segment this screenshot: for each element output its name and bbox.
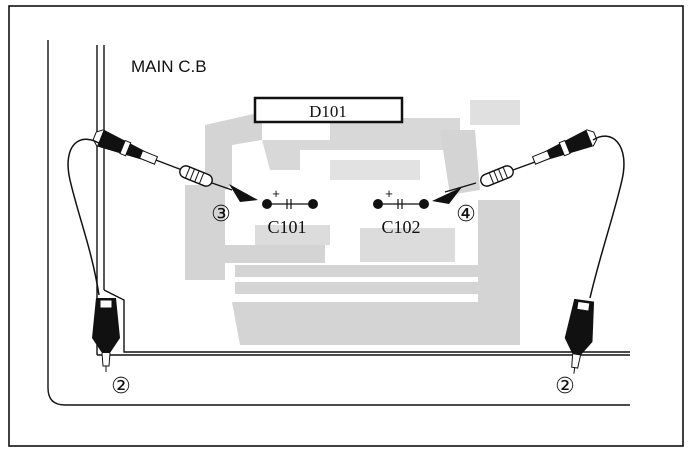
- marker-probe-left: ③: [211, 202, 231, 227]
- capacitor-c102: +: [373, 186, 429, 209]
- pcb-traces: [185, 100, 520, 345]
- outer-frame: [8, 5, 684, 447]
- diode-box: [253, 96, 404, 124]
- left-probe: [92, 129, 258, 202]
- board-title: MAIN C.B: [131, 57, 207, 76]
- capacitor-c101: +: [262, 186, 318, 209]
- c102-polarity: +: [385, 186, 393, 201]
- right-ground-clip: [564, 298, 595, 374]
- marker-probe-right: ④: [456, 202, 476, 227]
- marker-ground-left: ②: [111, 374, 131, 399]
- c101-polarity: +: [272, 186, 280, 201]
- marker-ground-right: ②: [555, 374, 575, 399]
- right-cable: [589, 135, 625, 299]
- left-ground-clip: [92, 298, 120, 372]
- c102-label: C102: [381, 217, 420, 237]
- board-outline: [47, 40, 630, 406]
- c101-label: C101: [267, 217, 306, 237]
- left-cable: [67, 138, 103, 296]
- diode-label: D101: [309, 102, 347, 121]
- right-probe: [432, 129, 598, 204]
